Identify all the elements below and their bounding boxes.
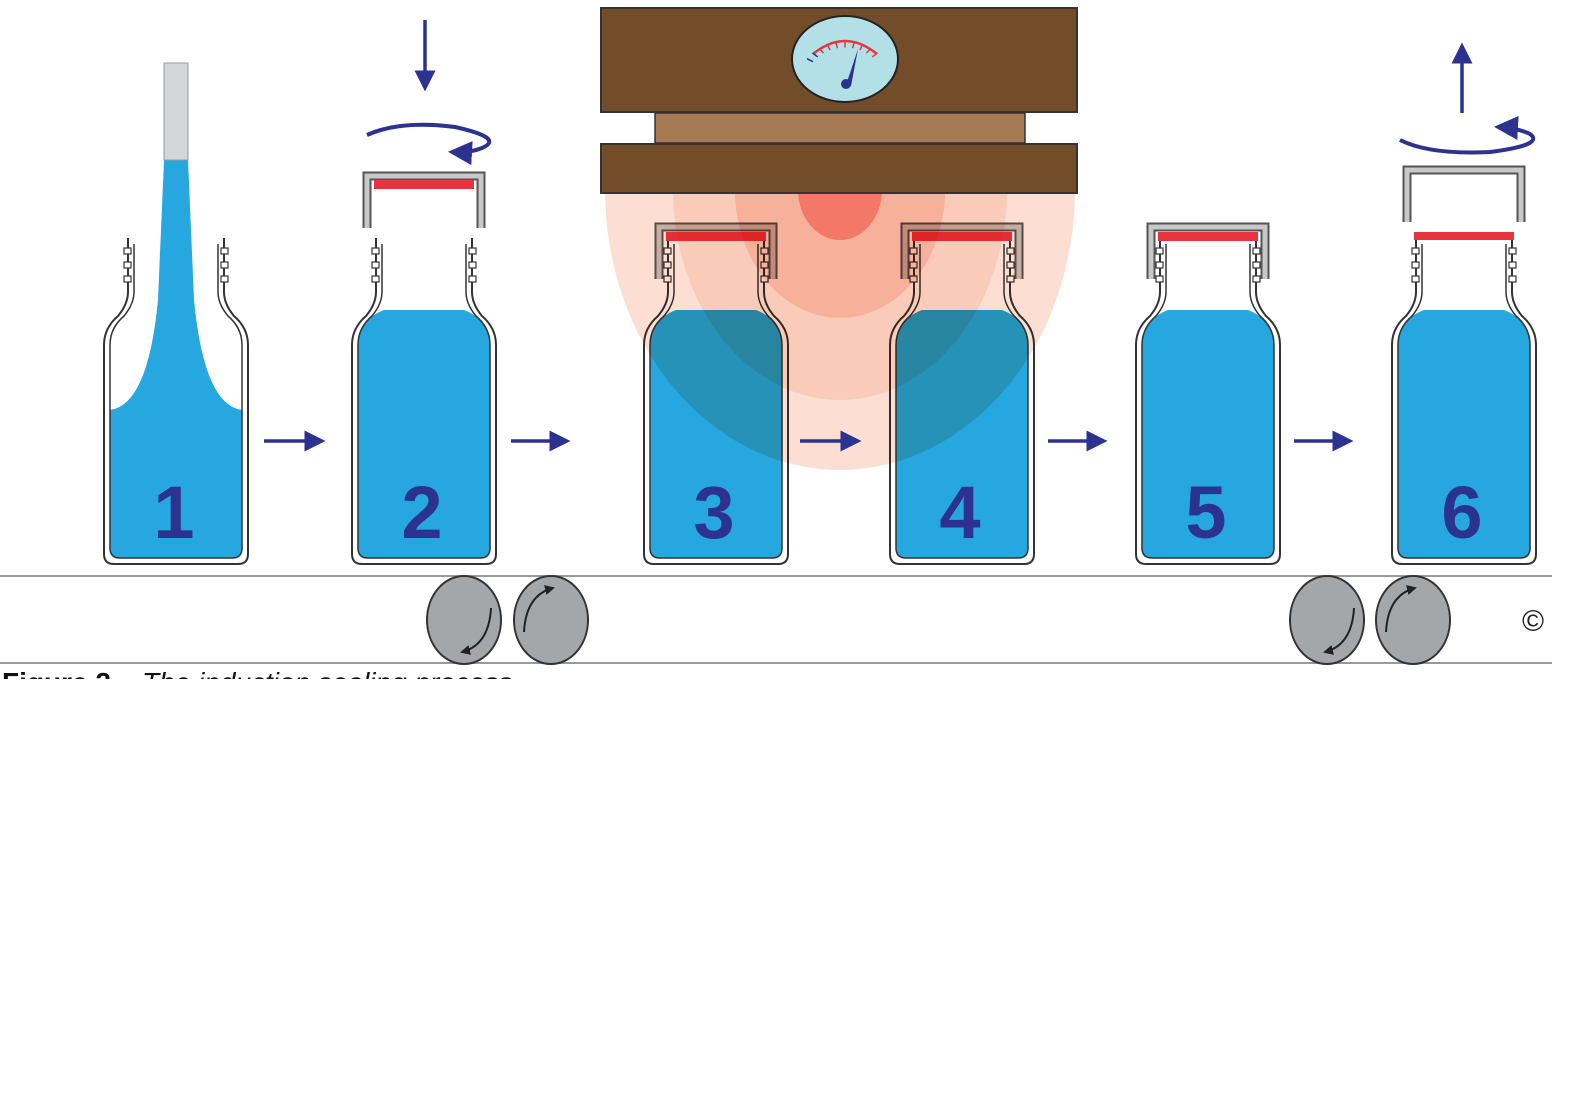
induction-heat-field	[605, 190, 1075, 470]
conveyor	[0, 575, 1552, 665]
gauge-tick	[851, 42, 855, 49]
foil-liner	[1158, 232, 1258, 241]
caption-prefix: Figure 2 –	[2, 667, 134, 679]
filling-nozzle	[163, 62, 189, 161]
conveyor-roller	[513, 575, 589, 665]
gauge-tick	[812, 52, 819, 58]
step-number: 2	[401, 471, 442, 554]
conveyor-roller	[1289, 575, 1365, 665]
step-number: 6	[1441, 471, 1482, 554]
gauge-tick	[871, 52, 878, 58]
caption-text: The induction sealing process	[142, 667, 512, 679]
vial-step-1: 1	[103, 62, 249, 565]
copyright-symbol: ©	[1522, 605, 1544, 638]
rotation-arrow-icon	[523, 585, 555, 633]
cap-icon	[1146, 222, 1270, 279]
figure-caption: Figure 2 – The induction sealing process	[2, 665, 513, 679]
step-number: 3	[693, 471, 734, 554]
liquid-fill	[110, 160, 242, 558]
step-number: 1	[153, 471, 194, 554]
vial-outline	[351, 238, 497, 565]
cap-icon	[362, 171, 486, 228]
liquid-fill	[358, 310, 490, 558]
cap-icon	[1402, 165, 1526, 222]
foil-liner	[1414, 232, 1514, 240]
vial-step-5: 5	[1135, 222, 1281, 565]
induction-press-head	[600, 7, 1078, 194]
vial-outline	[1135, 238, 1281, 565]
foil-liner	[374, 180, 474, 189]
rotation-arrow-icon	[1385, 585, 1417, 633]
conveyor-roller	[426, 575, 502, 665]
step-number: 5	[1185, 471, 1226, 554]
conveyor-roller	[1375, 575, 1451, 665]
gauge-tick	[818, 47, 825, 54]
liquid-fill	[1142, 310, 1274, 558]
gauge-tick	[859, 44, 864, 51]
pressure-gauge-icon	[791, 15, 899, 103]
rotation-arrow-icon	[460, 607, 492, 655]
vial-step-6: 6	[1391, 165, 1537, 565]
gauge-tick	[826, 44, 831, 51]
vial-outline	[103, 238, 249, 565]
rotate-cw-arrow-icon	[366, 122, 491, 166]
step-number: 4	[939, 471, 980, 554]
rotation-arrow-icon	[1323, 607, 1355, 655]
vial-outline	[1391, 238, 1537, 565]
liquid-fill	[1398, 310, 1530, 558]
gauge-tick	[865, 47, 872, 54]
gauge-tick	[835, 42, 839, 49]
gauge-tick	[806, 58, 814, 63]
rotate-ccw-arrow-icon	[1399, 116, 1536, 155]
vial-step-2: 2	[351, 171, 497, 565]
